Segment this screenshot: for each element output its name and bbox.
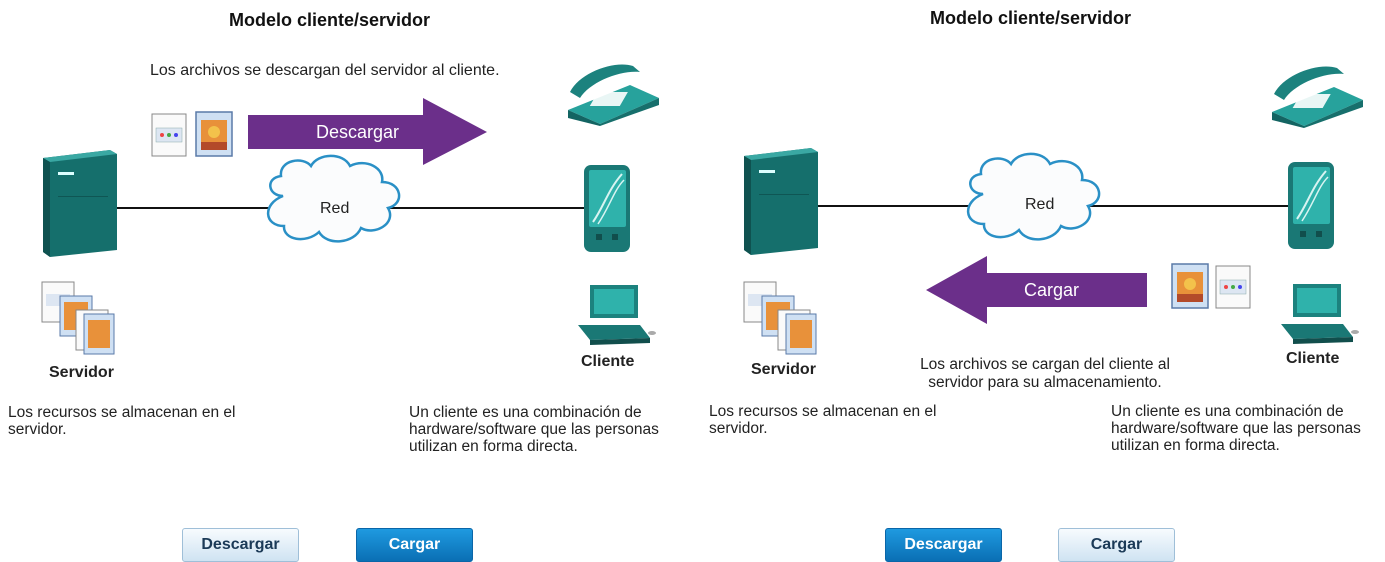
network-label: Red — [320, 200, 350, 217]
server-label: Servidor — [49, 364, 114, 381]
upload-caption: Los archivos se cargan del cliente al se… — [920, 356, 1170, 391]
panel-title: Modelo cliente/servidor — [229, 10, 431, 30]
client-description: Un cliente es una combinación de hardwar… — [1111, 403, 1361, 454]
download-button[interactable]: Descargar — [885, 528, 1002, 562]
client-label: Cliente — [1286, 350, 1340, 367]
server-label: Servidor — [751, 361, 816, 378]
download-arrow-label: Descargar — [316, 122, 400, 142]
network-label: Red — [1025, 196, 1055, 213]
server-description: Los recursos se almacenan en el servidor… — [709, 403, 937, 437]
upload-button[interactable]: Cargar — [1058, 528, 1175, 562]
upload-arrow-label: Cargar — [1024, 280, 1080, 300]
client-description: Un cliente es una combinación de hardwar… — [409, 404, 659, 455]
download-caption: Los archivos se descargan del servidor a… — [150, 62, 500, 79]
download-button[interactable]: Descargar — [182, 528, 299, 562]
panel-title: Modelo cliente/servidor — [930, 8, 1132, 28]
upload-button[interactable]: Cargar — [356, 528, 473, 562]
server-description: Los recursos se almacenan en el servidor… — [8, 404, 236, 438]
client-label: Cliente — [581, 353, 635, 370]
